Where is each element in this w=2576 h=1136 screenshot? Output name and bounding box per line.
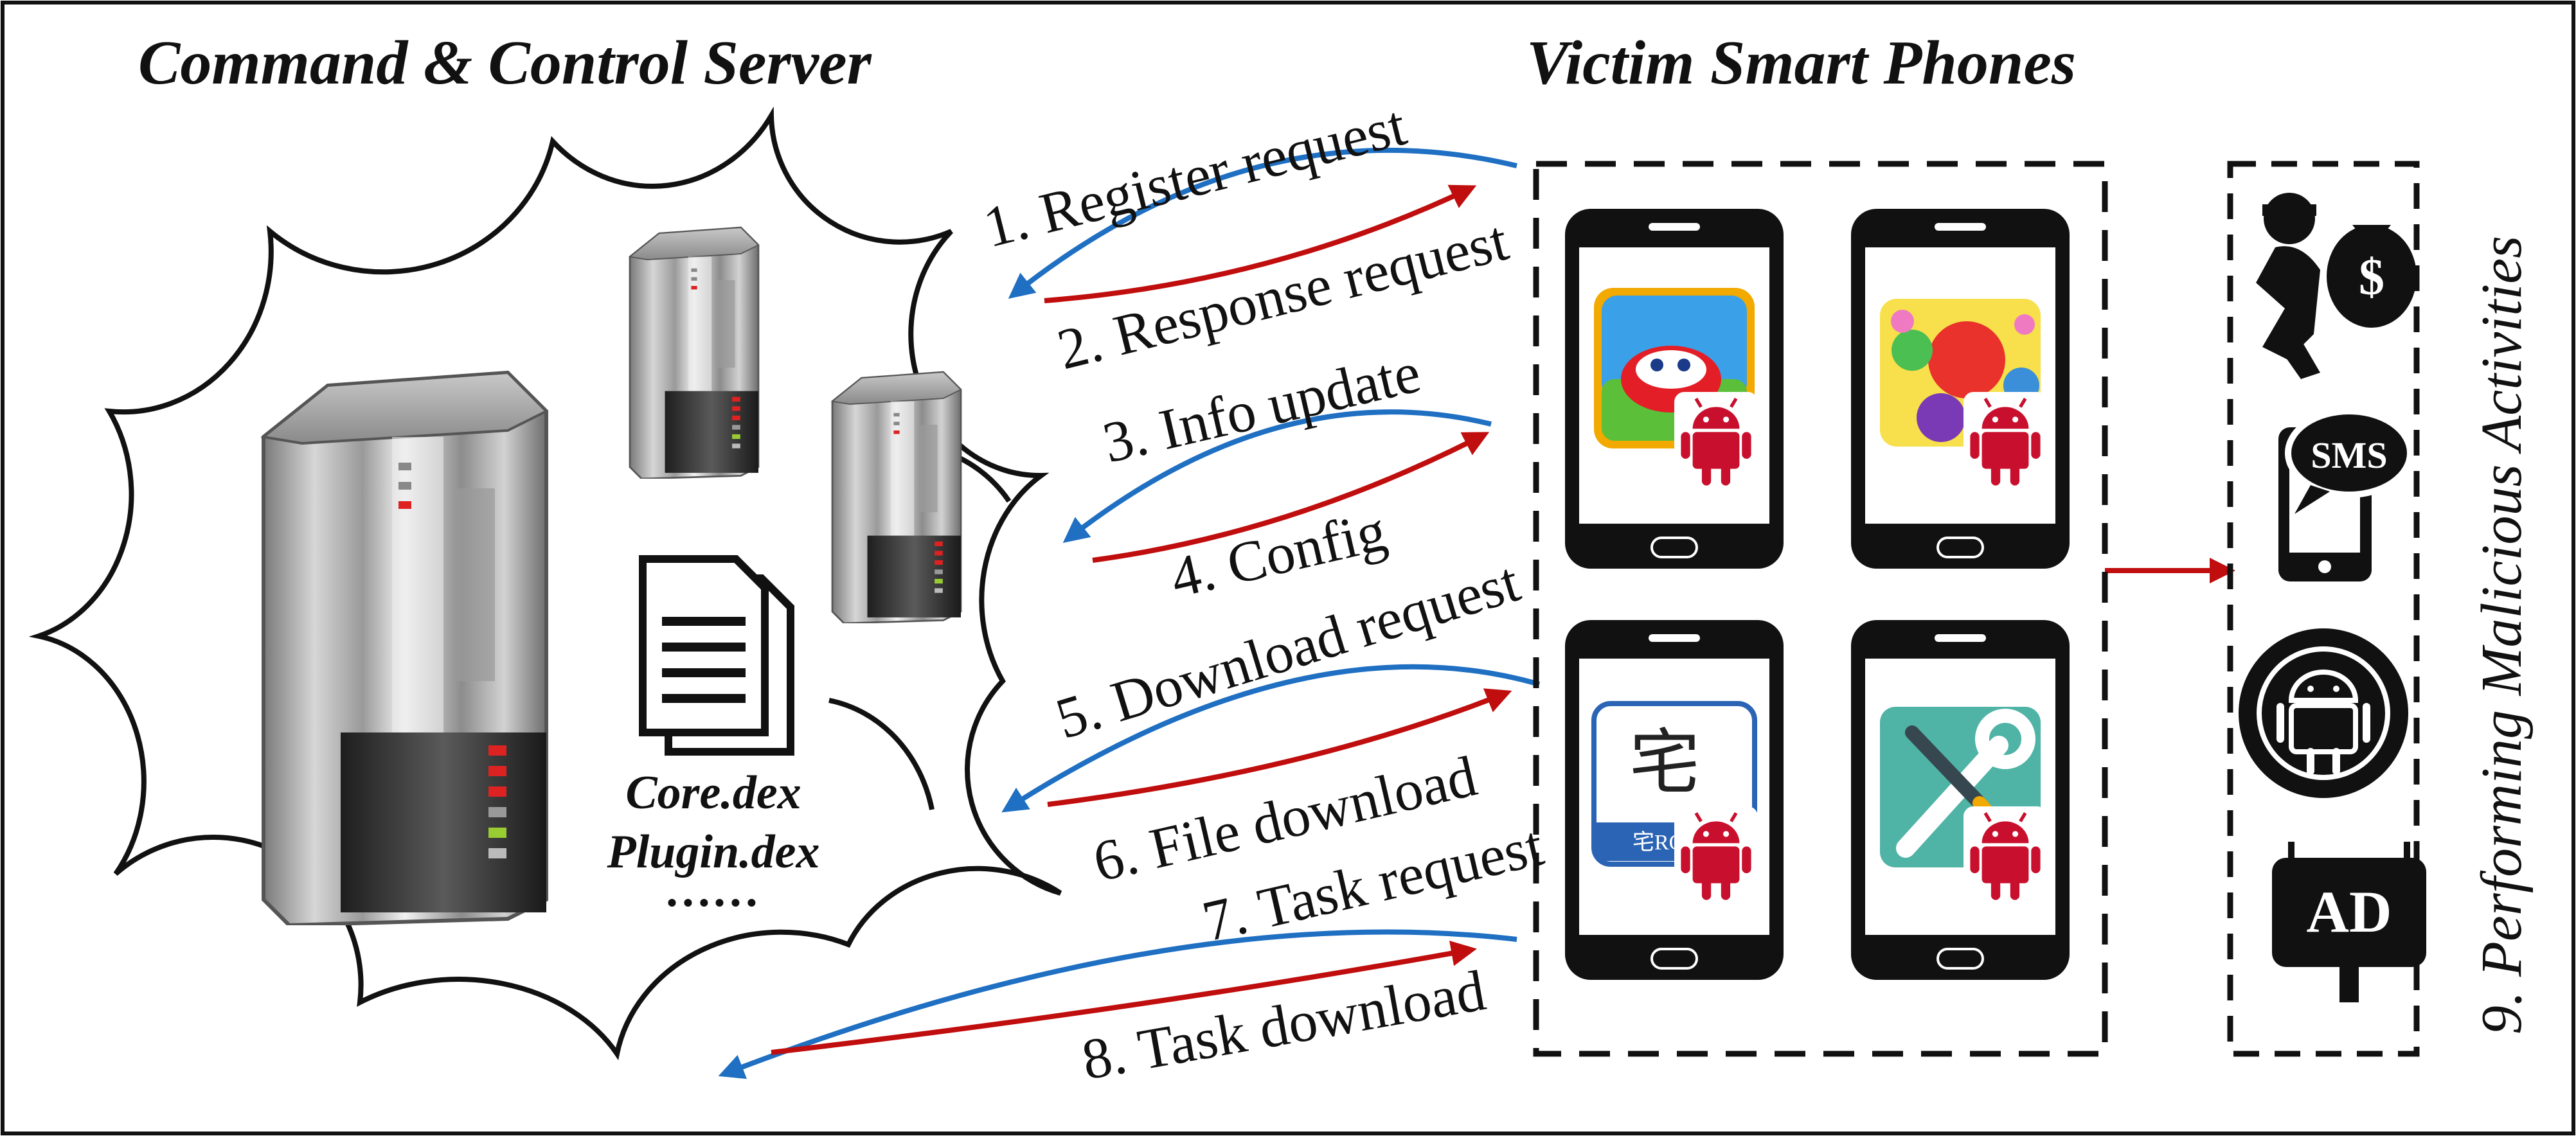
svg-text:SMS: SMS	[2311, 434, 2387, 476]
info-update-arrow	[1062, 409, 1492, 543]
download-request-arrow	[1001, 664, 1541, 813]
phones-header: Victim Smart Phones	[1526, 28, 2076, 98]
android-circle-icon	[2239, 628, 2408, 798]
phone-3: 宅 宅RO	[1565, 620, 1784, 980]
file-download-arrow	[1047, 688, 1512, 807]
android-badge-1	[1674, 392, 1758, 492]
register-request-arrow	[1008, 147, 1517, 299]
svg-text:$: $	[2359, 249, 2384, 306]
android-badge-2	[1963, 392, 2047, 492]
android-badge-3	[1674, 806, 1758, 907]
arrows	[718, 147, 2235, 1079]
phone-4	[1851, 620, 2070, 980]
android-badge-4	[1963, 806, 2047, 907]
server-header: Command & Control Server	[138, 28, 872, 98]
malicious-activities-label: 9. Performing Malicious Activities	[2470, 236, 2534, 1034]
ad-billboard-icon: AD	[2272, 842, 2426, 1002]
task-download-arrow	[771, 940, 1477, 1055]
server-icon-small-1	[629, 226, 760, 479]
document-files-icon	[639, 555, 794, 756]
victim-phones-box	[1533, 161, 2108, 1057]
svg-text:宅: 宅	[1629, 724, 1700, 803]
phone-2	[1851, 209, 2070, 569]
response-request-arrow	[1044, 184, 1477, 303]
server-icon-small-2	[831, 371, 962, 623]
sms-phone-icon: SMS	[2278, 408, 2413, 581]
more-files-ellipsis: ……	[666, 864, 761, 917]
phone-1	[1565, 209, 1784, 569]
plugin-dex-label: Plugin.dex	[607, 826, 820, 878]
malicious-activities-box	[2227, 161, 2420, 1057]
task-request-arrow	[718, 929, 1517, 1079]
thief-money-bag-icon: $	[2256, 193, 2417, 379]
svg-text:AD: AD	[2307, 879, 2392, 945]
core-dex-label: Core.dex	[625, 767, 801, 819]
main-server-icon	[264, 373, 546, 925]
config-arrow	[1092, 432, 1490, 563]
